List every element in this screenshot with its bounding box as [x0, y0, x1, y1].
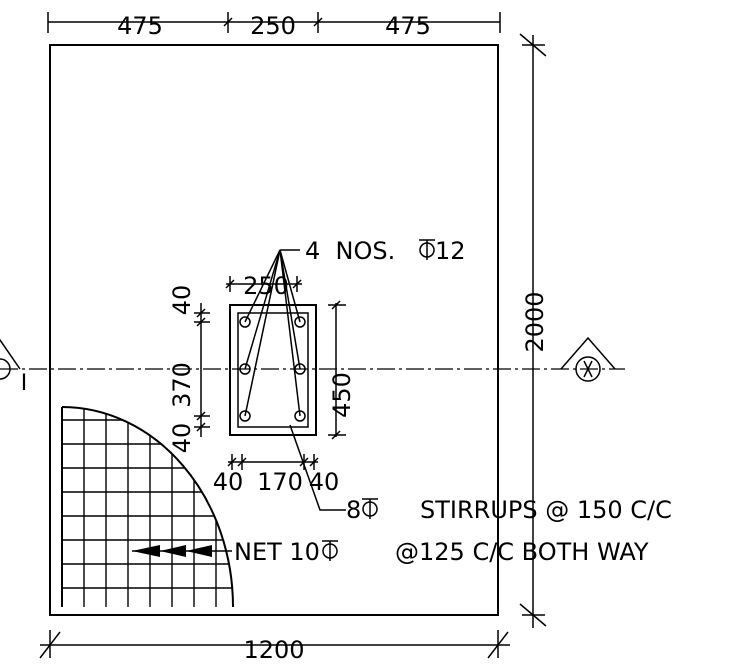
left-cover-dimension: 40 370 40: [168, 285, 210, 454]
net-prefix: NET 10: [234, 538, 320, 566]
section-mark-label: I: [21, 371, 28, 396]
top-dimension-chain: 475 250 475: [47, 12, 501, 40]
section-marker-right: [560, 336, 616, 382]
bottom-cover-mid: 170: [257, 468, 303, 496]
stirrup-size: 8: [346, 496, 361, 524]
rebar-top-right: [294, 316, 306, 328]
net-diameter-icon: [322, 540, 338, 561]
column-width-dimension: 250: [225, 272, 302, 300]
left-cover-mid: 370: [168, 362, 196, 408]
footing-outline: [49, 44, 499, 616]
main-bar-label: 4 NOS. 12: [305, 237, 466, 265]
arrow-left-icon: [186, 545, 212, 557]
arrow-left-icon: [132, 545, 160, 557]
mesh-boundary-arc: [61, 406, 234, 608]
bottom-dimension: 1200: [39, 630, 510, 664]
bottom-cover-left: 40: [213, 468, 244, 496]
stirrup-leader: 8 STIRRUPS @ 150 C/C: [289, 424, 672, 524]
reinforcement-mesh: [62, 407, 233, 607]
stirrup-diameter-icon: [362, 498, 378, 519]
rebar-bot-left: [239, 410, 251, 422]
column-height-value: 450: [328, 372, 356, 418]
column-section: [229, 304, 317, 436]
right-dim-height: 2000: [521, 291, 549, 352]
bottom-cover-dimension: 40 170 40: [213, 454, 339, 496]
column-height-dimension: 450: [328, 300, 356, 440]
bottom-dim-width: 1200: [243, 636, 304, 664]
top-dim-right: 475: [385, 12, 431, 40]
column-width-value: 250: [243, 272, 289, 300]
main-bar-prefix: 4 NOS.: [305, 237, 403, 265]
main-bar-leader: [244, 249, 301, 417]
net-leader: NET 10 @125 C/C BOTH WAY: [132, 538, 649, 566]
left-cover-top: 40: [168, 285, 196, 316]
main-bar-size: 12: [435, 237, 466, 265]
top-dim-middle: 250: [250, 12, 296, 40]
diameter-symbol-icon: [419, 239, 435, 260]
left-cover-bottom: 40: [168, 423, 196, 454]
rebar-top-left: [239, 316, 251, 328]
rebar-mid-left: [239, 363, 251, 375]
net-text: @125 C/C BOTH WAY: [395, 538, 649, 566]
arrow-left-icon: [160, 545, 186, 557]
section-marker-left: I: [0, 338, 28, 396]
stirrup-text: STIRRUPS @ 150 C/C: [420, 496, 672, 524]
right-dimension: 2000: [519, 33, 549, 628]
top-dim-left: 475: [117, 12, 163, 40]
